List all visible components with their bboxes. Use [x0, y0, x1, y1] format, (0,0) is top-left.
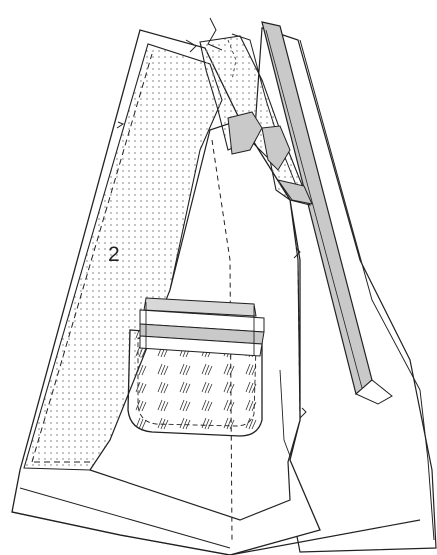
waist-ruffle [185, 17, 313, 206]
notch-marks [116, 121, 307, 419]
pocket [127, 329, 263, 437]
pocket-bands [139, 297, 265, 357]
facing-strip [261, 21, 393, 405]
part-number-label: 2 [108, 243, 120, 266]
